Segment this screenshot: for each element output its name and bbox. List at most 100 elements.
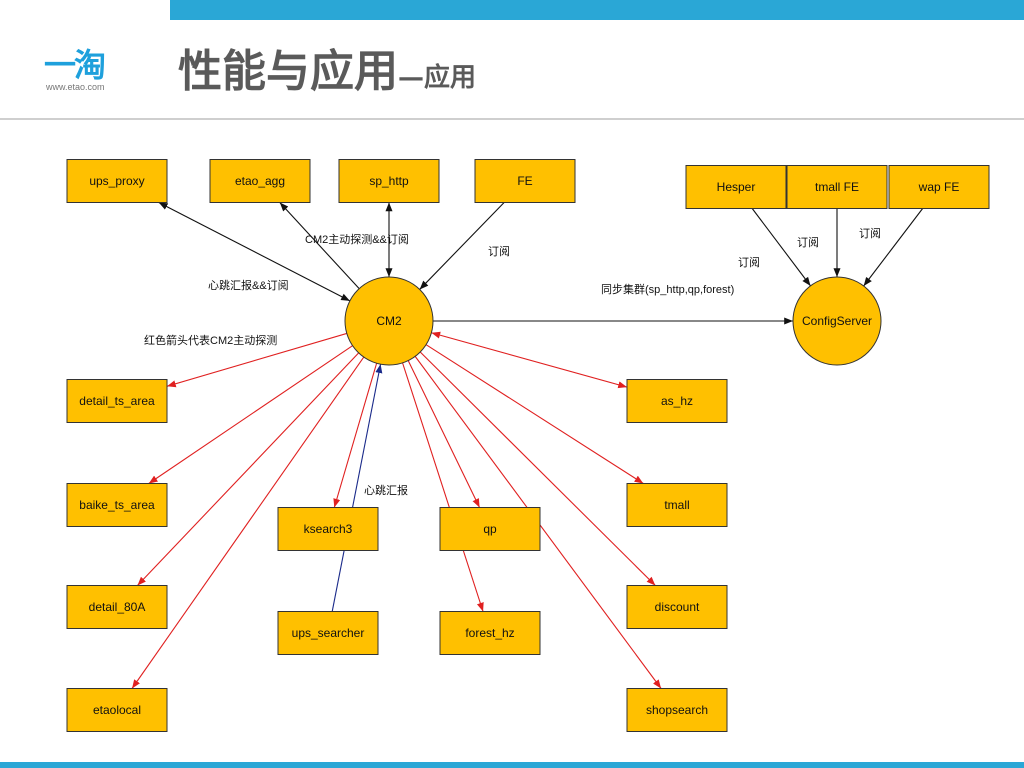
bottom-accent-bar — [0, 762, 1024, 768]
node-label-ups_proxy: ups_proxy — [89, 174, 144, 188]
node-sp_http: sp_http — [338, 159, 440, 203]
node-cm2: CM2 — [344, 276, 434, 366]
node-shape-ksearch3 — [277, 507, 379, 551]
node-as_hz: as_hz — [626, 379, 728, 423]
node-shape-shopsearch — [626, 688, 728, 732]
page-title: 性能与应用—应用 — [178, 44, 476, 106]
node-ups_searcher: ups_searcher — [277, 611, 379, 655]
edge-cm2-to-detail_ts_area — [166, 332, 347, 388]
node-shape-detail_ts_area — [66, 379, 168, 423]
node-label-cm2: CM2 — [376, 314, 402, 328]
nodes-layer: ups_proxy etao_agg sp_http FE Hesper tmall FE… — [66, 159, 990, 732]
node-detail_80a: detail_80A — [66, 585, 168, 629]
node-tmall_fe: tmall FE — [786, 165, 888, 209]
edge-wap_fe-to-configserver — [863, 208, 924, 287]
node-shape-cm2 — [344, 276, 434, 366]
node-label-detail_ts_area: detail_ts_area — [79, 394, 155, 408]
node-label-etao_agg: etao_agg — [235, 174, 285, 188]
node-shape-detail_80a — [66, 585, 168, 629]
node-shape-as_hz — [626, 379, 728, 423]
node-shape-etao_agg — [209, 159, 311, 203]
edge-label-tmallfe_subscribe: 订阅 — [797, 236, 819, 249]
edge-cm2-to-qp — [407, 360, 481, 508]
node-label-forest_hz: forest_hz — [465, 626, 514, 640]
node-discount: discount — [626, 585, 728, 629]
node-label-ups_searcher: ups_searcher — [292, 626, 365, 640]
edge-label-hesper_subscribe: 订阅 — [738, 256, 760, 269]
title-sub: —应用 — [398, 63, 477, 93]
node-ksearch3: ksearch3 — [277, 507, 379, 551]
node-etao_agg: etao_agg — [209, 159, 311, 203]
edge-hesper-to-configserver — [751, 208, 811, 287]
node-qp: qp — [439, 507, 541, 551]
node-shopsearch: shopsearch — [626, 688, 728, 732]
title-main: 性能与应用 — [178, 46, 398, 97]
node-shape-ups_proxy — [66, 159, 168, 203]
node-label-tmall: tmall — [664, 498, 689, 512]
node-shape-configserver — [792, 276, 882, 366]
node-tmall: tmall — [626, 483, 728, 527]
edge-cm2-to-etao_agg — [279, 202, 360, 290]
node-label-shopsearch: shopsearch — [646, 703, 708, 717]
node-ups_proxy: ups_proxy — [66, 159, 168, 203]
edge-cm2-to-as_hz — [431, 331, 628, 389]
node-detail_ts_area: detail_ts_area — [66, 379, 168, 423]
edge-cm2-to-etaolocal — [131, 356, 365, 689]
node-shape-etaolocal — [66, 688, 168, 732]
logo-url: www.etao.com — [46, 82, 105, 92]
edge-label-red_legend: 红色箭头代表CM2主动探测 — [144, 333, 277, 347]
edge-cm2-to-discount — [419, 351, 656, 586]
node-label-tmall_fe: tmall FE — [815, 180, 859, 194]
edges-layer — [131, 202, 924, 689]
edge-label-sync_cluster: 同步集群(sp_http,qp,forest) — [601, 282, 734, 296]
etao-logo: 一淘 www.etao.com — [36, 48, 136, 98]
node-shape-sp_http — [338, 159, 440, 203]
logo-mark: 一淘 — [44, 46, 106, 84]
node-baike_ts_area: baike_ts_area — [66, 483, 168, 527]
node-wap_fe: wap FE — [888, 165, 990, 209]
node-label-discount: discount — [655, 600, 700, 614]
node-label-fe: FE — [517, 174, 532, 188]
node-shape-tmall — [626, 483, 728, 527]
edge-cm2-to-detail_80a — [137, 352, 360, 586]
node-shape-ups_searcher — [277, 611, 379, 655]
node-label-detail_80a: detail_80A — [89, 600, 146, 614]
edge-label-cm2_probe_subscribe: CM2主动探测&&订阅 — [305, 233, 409, 246]
node-label-baike_ts_area: baike_ts_area — [79, 498, 155, 512]
node-label-ksearch3: ksearch3 — [304, 522, 353, 536]
edge-label-heartbeat: 心跳汇报 — [364, 483, 408, 497]
node-shape-forest_hz — [439, 611, 541, 655]
top-accent-bar — [170, 0, 1024, 20]
header-divider — [0, 118, 1024, 120]
node-label-wap_fe: wap FE — [918, 180, 960, 194]
node-shape-baike_ts_area — [66, 483, 168, 527]
node-label-hesper: Hesper — [717, 180, 756, 194]
edge-cm2-to-tmall — [425, 344, 644, 484]
node-shape-tmall_fe — [786, 165, 888, 209]
edge-label-heartbeat_subscribe: 心跳汇报&&订阅 — [208, 278, 289, 292]
node-shape-discount — [626, 585, 728, 629]
node-configserver: ConfigServer — [792, 276, 882, 366]
node-label-configserver: ConfigServer — [802, 314, 872, 328]
node-shape-qp — [439, 507, 541, 551]
labels-layer: CM2主动探测&&订阅订阅心跳汇报&&订阅同步集群(sp_http,qp,for… — [144, 227, 881, 497]
node-forest_hz: forest_hz — [439, 611, 541, 655]
node-hesper: Hesper — [685, 165, 787, 209]
edge-ups_searcher-to-cm2 — [331, 364, 383, 612]
node-etaolocal: etaolocal — [66, 688, 168, 732]
node-shape-wap_fe — [888, 165, 990, 209]
node-label-as_hz: as_hz — [661, 394, 693, 408]
node-label-qp: qp — [483, 522, 497, 536]
edge-cm2-to-forest_hz — [402, 362, 484, 612]
edge-fe-to-cm2 — [419, 202, 505, 290]
node-fe: FE — [474, 159, 576, 203]
edge-label-wapfe_subscribe: 订阅 — [859, 227, 881, 240]
edge-cm2-to-baike_ts_area — [148, 345, 353, 484]
edge-cm2-to-ksearch3 — [333, 363, 378, 508]
node-label-etaolocal: etaolocal — [93, 703, 141, 717]
edge-cm2-to-ups_proxy — [158, 202, 351, 302]
node-shape-hesper — [685, 165, 787, 209]
node-label-sp_http: sp_http — [369, 174, 409, 188]
edge-label-fe_subscribe: 订阅 — [488, 245, 510, 258]
